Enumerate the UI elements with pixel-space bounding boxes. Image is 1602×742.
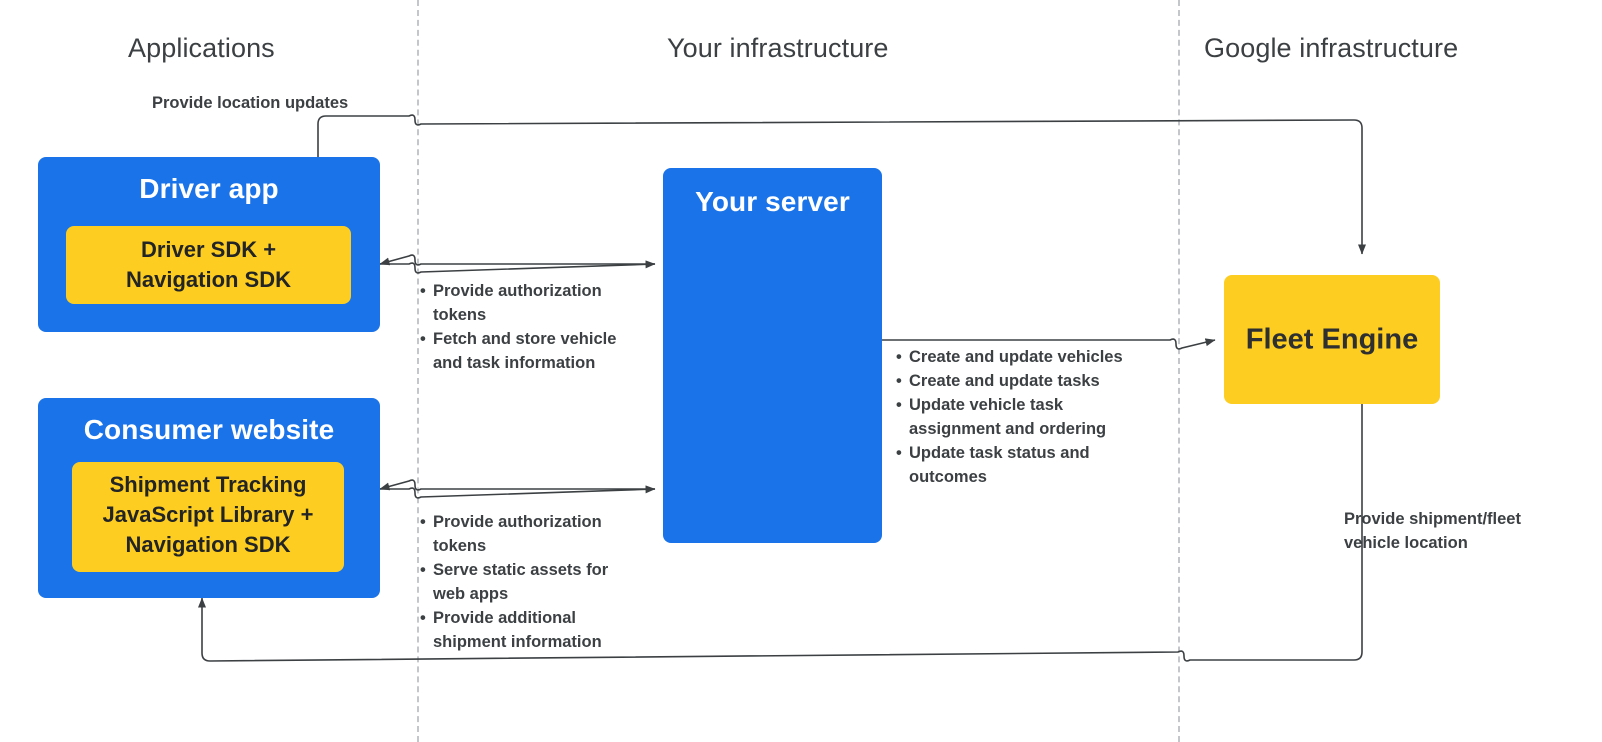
column-heading-your-infrastructure: Your infrastructure [667, 33, 889, 63]
shipment-tracking-label-line3: Navigation SDK [125, 532, 291, 557]
bullet-item: Provide additional shipment information [420, 606, 635, 654]
bullet-item: Fetch and store vehicle and task informa… [420, 327, 650, 375]
node-driver-app[interactable]: Driver app Driver SDK + Navigation SDK [38, 157, 380, 332]
driver-sdk-label-line2: Navigation SDK [125, 267, 292, 292]
column-divider-infra-google [1178, 0, 1180, 742]
node-fleet-engine[interactable]: Fleet Engine [1224, 275, 1440, 404]
annotation-consumer-server-bullets: Provide authorization tokens Serve stati… [420, 510, 635, 654]
driver-app-title: Driver app [139, 173, 279, 204]
your-server-title: Your server [695, 186, 850, 217]
shipment-tracking-label-line2: JavaScript Library + [102, 502, 314, 527]
column-divider-applications-infra [417, 0, 419, 742]
annotation-provide-location-updates: Provide location updates [152, 94, 349, 112]
consumer-website-title: Consumer website [83, 414, 335, 445]
column-heading-applications: Applications [128, 33, 275, 63]
driver-app-sdk-chip: Driver SDK + Navigation SDK [66, 226, 351, 304]
fleet-engine-title: Fleet Engine [1245, 323, 1419, 355]
annotation-driver-server-bullets: Provide authorization tokens Fetch and s… [420, 279, 650, 375]
consumer-website-library-chip: Shipment Tracking JavaScript Library + N… [72, 462, 344, 572]
annotation-server-fleet-bullets: Create and update vehicles Create and up… [896, 345, 1146, 489]
bullet-item: Provide authorization tokens [420, 279, 650, 327]
bullet-item: Update task status and outcomes [896, 441, 1146, 489]
bullet-item: Create and update vehicles [896, 345, 1146, 369]
shipment-tracking-label-line1: Shipment Tracking [109, 472, 307, 497]
node-your-server[interactable]: Your server [663, 168, 882, 543]
column-heading-google-infrastructure: Google infrastructure [1204, 33, 1459, 63]
annotation-shipment-fleet-location-line2: vehicle location [1344, 534, 1468, 552]
node-consumer-website[interactable]: Consumer website Shipment Tracking JavaS… [38, 398, 380, 598]
bullet-item: Update vehicle task assignment and order… [896, 393, 1146, 441]
bullet-item: Create and update tasks [896, 369, 1146, 393]
driver-sdk-label-line1: Driver SDK + [140, 237, 277, 262]
bullet-item: Serve static assets for web apps [420, 558, 635, 606]
bullet-item: Provide authorization tokens [420, 510, 635, 558]
annotation-shipment-fleet-location-line1: Provide shipment/fleet [1344, 510, 1521, 528]
